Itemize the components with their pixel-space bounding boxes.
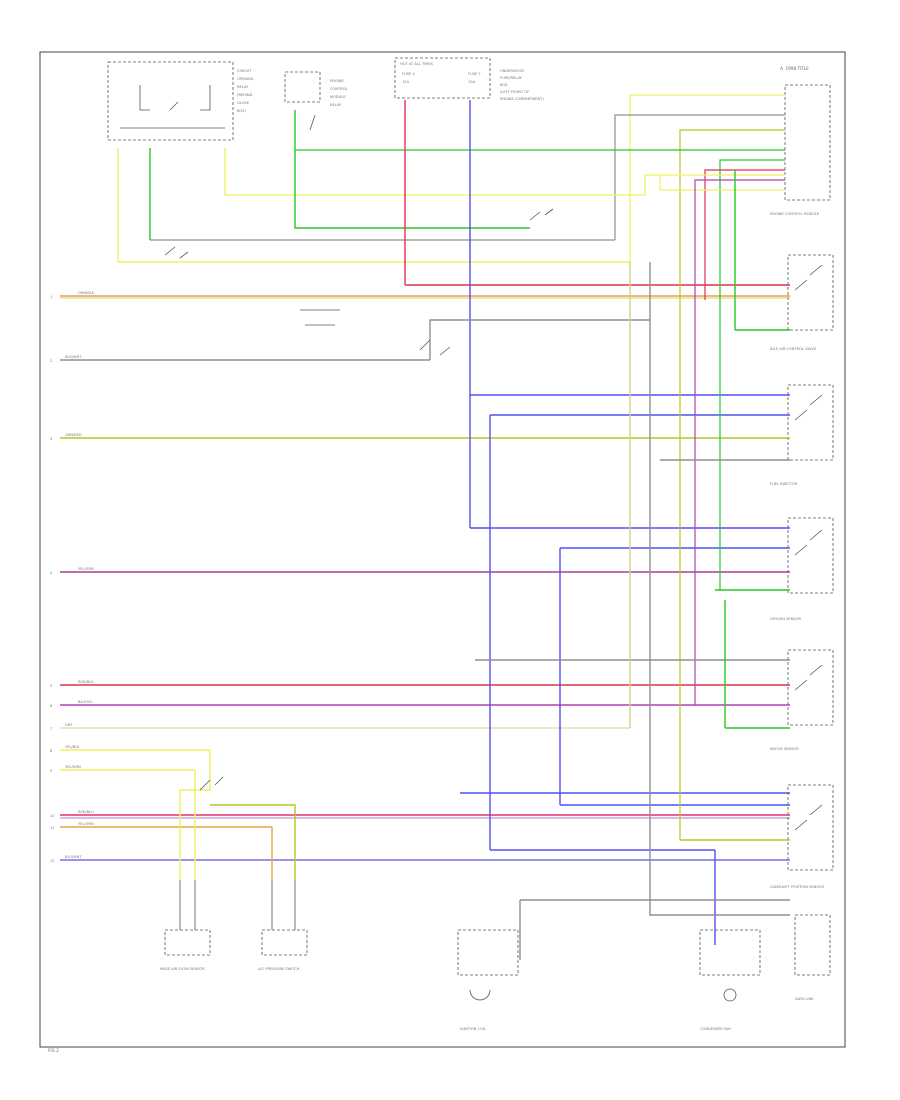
svg-text:RELAY: RELAY <box>237 85 249 89</box>
svg-text:IDLE AIR CONTROL VALVE: IDLE AIR CONTROL VALVE <box>770 347 817 351</box>
ac-pressure-switch <box>261 880 308 956</box>
mass-air-flow-sensor <box>164 880 211 956</box>
svg-text:HOT AT ALL TIMES: HOT AT ALL TIMES <box>400 62 434 66</box>
svg-text:BLU/YEL: BLU/YEL <box>78 700 93 704</box>
svg-text:FUSE 4: FUSE 4 <box>402 72 415 76</box>
svg-text:7: 7 <box>50 727 52 731</box>
svg-text:RELAY: RELAY <box>330 103 342 107</box>
module-box-2 <box>787 384 834 461</box>
svg-text:6: 6 <box>50 704 53 708</box>
svg-text:ORN/BLK: ORN/BLK <box>78 291 95 295</box>
svg-text:5: 5 <box>50 684 52 688</box>
svg-text:GRN/RED: GRN/RED <box>65 433 82 437</box>
svg-text:YEL/BLK: YEL/BLK <box>65 745 80 749</box>
module-box-5 <box>787 784 834 871</box>
header-right-label: A. 1998 TITLE <box>780 66 809 71</box>
svg-text:MODULE: MODULE <box>330 95 346 99</box>
underhood-fuse-box: HOT AT ALL TIMES FUSE 4 15A FUSE 7 10A <box>394 57 491 99</box>
svg-text:YEL/GRN: YEL/GRN <box>65 765 81 769</box>
svg-text:GRY: GRY <box>65 723 73 727</box>
module-box-1 <box>787 254 834 331</box>
module-boxes <box>787 254 834 871</box>
svg-text:11: 11 <box>50 826 55 830</box>
svg-text:3: 3 <box>50 437 52 441</box>
svg-text:10A: 10A <box>468 80 476 84</box>
ignition-coil <box>457 929 519 1001</box>
left-wire-labels: ORN/BLK BLK/WHT GRN/RED YEL/GRN RED/BLK … <box>65 291 95 859</box>
svg-text:4: 4 <box>50 571 53 575</box>
condenser-fan <box>699 929 761 1002</box>
svg-text:CONDENSER FAN: CONDENSER FAN <box>700 1027 731 1031</box>
svg-text:BLK/WHT: BLK/WHT <box>65 355 82 359</box>
svg-text:OPENING: OPENING <box>237 77 254 81</box>
module-box-4 <box>787 649 834 726</box>
svg-text:FUEL INJECTOR: FUEL INJECTOR <box>770 482 798 486</box>
svg-text:OXYGEN SENSOR: OXYGEN SENSOR <box>770 617 801 621</box>
module-switches <box>794 264 823 831</box>
svg-text:(BEHIND: (BEHIND <box>237 93 253 97</box>
horizontal-wires <box>60 261 790 861</box>
svg-text:YEL/ORN: YEL/ORN <box>78 822 94 826</box>
svg-text:IGNITION COIL: IGNITION COIL <box>460 1027 486 1031</box>
circuit-opening-relay <box>107 61 234 141</box>
top-bus-wires <box>150 94 785 840</box>
svg-text:ENGINE: ENGINE <box>330 79 344 83</box>
svg-text:FUSE 7: FUSE 7 <box>468 72 481 76</box>
left-pin-numbers: 1 2 3 4 5 6 7 8 9 10 11 12 <box>50 295 55 863</box>
svg-text:1: 1 <box>50 295 52 299</box>
svg-text:RED/BLU: RED/BLU <box>78 810 94 814</box>
footer-left-label: FIG 2 <box>48 1048 59 1053</box>
svg-text:A/C PRESSURE SWITCH: A/C PRESSURE SWITCH <box>258 967 300 971</box>
svg-text:CAMSHAFT POSITION SENSOR: CAMSHAFT POSITION SENSOR <box>770 885 824 889</box>
svg-text:12: 12 <box>50 859 55 863</box>
diagram-border <box>39 51 846 1048</box>
svg-text:ENGINE COMPARTMENT): ENGINE COMPARTMENT) <box>500 97 544 101</box>
svg-text:UNDERHOOD: UNDERHOOD <box>500 69 524 73</box>
svg-text:9: 9 <box>50 769 53 773</box>
svg-text:GLOVE: GLOVE <box>237 101 250 105</box>
svg-text:RED/BLK: RED/BLK <box>78 680 94 684</box>
svg-text:FUSE/RELAY: FUSE/RELAY <box>500 76 522 80</box>
svg-text:ENGINE CONTROL MODULE: ENGINE CONTROL MODULE <box>770 212 820 216</box>
engine-control-relay <box>284 71 321 131</box>
bottom-component-labels: MASS AIR FLOW SENSOR A/C PRESSURE SWITCH… <box>160 967 814 1031</box>
svg-text:BOX): BOX) <box>237 109 246 113</box>
svg-text:(LEFT FRONT OF: (LEFT FRONT OF <box>500 90 529 94</box>
module-box-3 <box>787 517 834 594</box>
svg-text:15A: 15A <box>402 80 410 84</box>
vertical-wires <box>117 100 790 960</box>
svg-text:2: 2 <box>50 359 52 363</box>
svg-text:YEL/GRN: YEL/GRN <box>78 567 94 571</box>
mid-switches <box>164 208 554 791</box>
module-labels: ENGINE CONTROL MODULE IDLE AIR CONTROL V… <box>770 212 824 889</box>
svg-text:CIRCUIT: CIRCUIT <box>237 69 252 73</box>
top-right-connector <box>784 84 831 201</box>
svg-text:10: 10 <box>50 814 55 818</box>
svg-text:BLU/WHT: BLU/WHT <box>65 855 82 859</box>
relay-block-label: CIRCUIT OPENING RELAY (BEHIND GLOVE BOX) <box>237 69 254 113</box>
svg-text:BOX: BOX <box>500 83 508 87</box>
svg-text:8: 8 <box>50 749 53 753</box>
svg-text:KNOCK SENSOR: KNOCK SENSOR <box>770 747 799 751</box>
bottom-left-wires <box>179 750 296 880</box>
fuse-box-note: UNDERHOOD FUSE/RELAY BOX (LEFT FRONT OF … <box>500 69 544 101</box>
data-link-connector <box>794 914 831 976</box>
svg-text:DATA LINK: DATA LINK <box>795 997 814 1001</box>
svg-text:MASS AIR FLOW SENSOR: MASS AIR FLOW SENSOR <box>160 967 205 971</box>
control-relay-label: ENGINE CONTROL MODULE RELAY <box>330 79 348 107</box>
svg-text:CONTROL: CONTROL <box>330 87 348 91</box>
